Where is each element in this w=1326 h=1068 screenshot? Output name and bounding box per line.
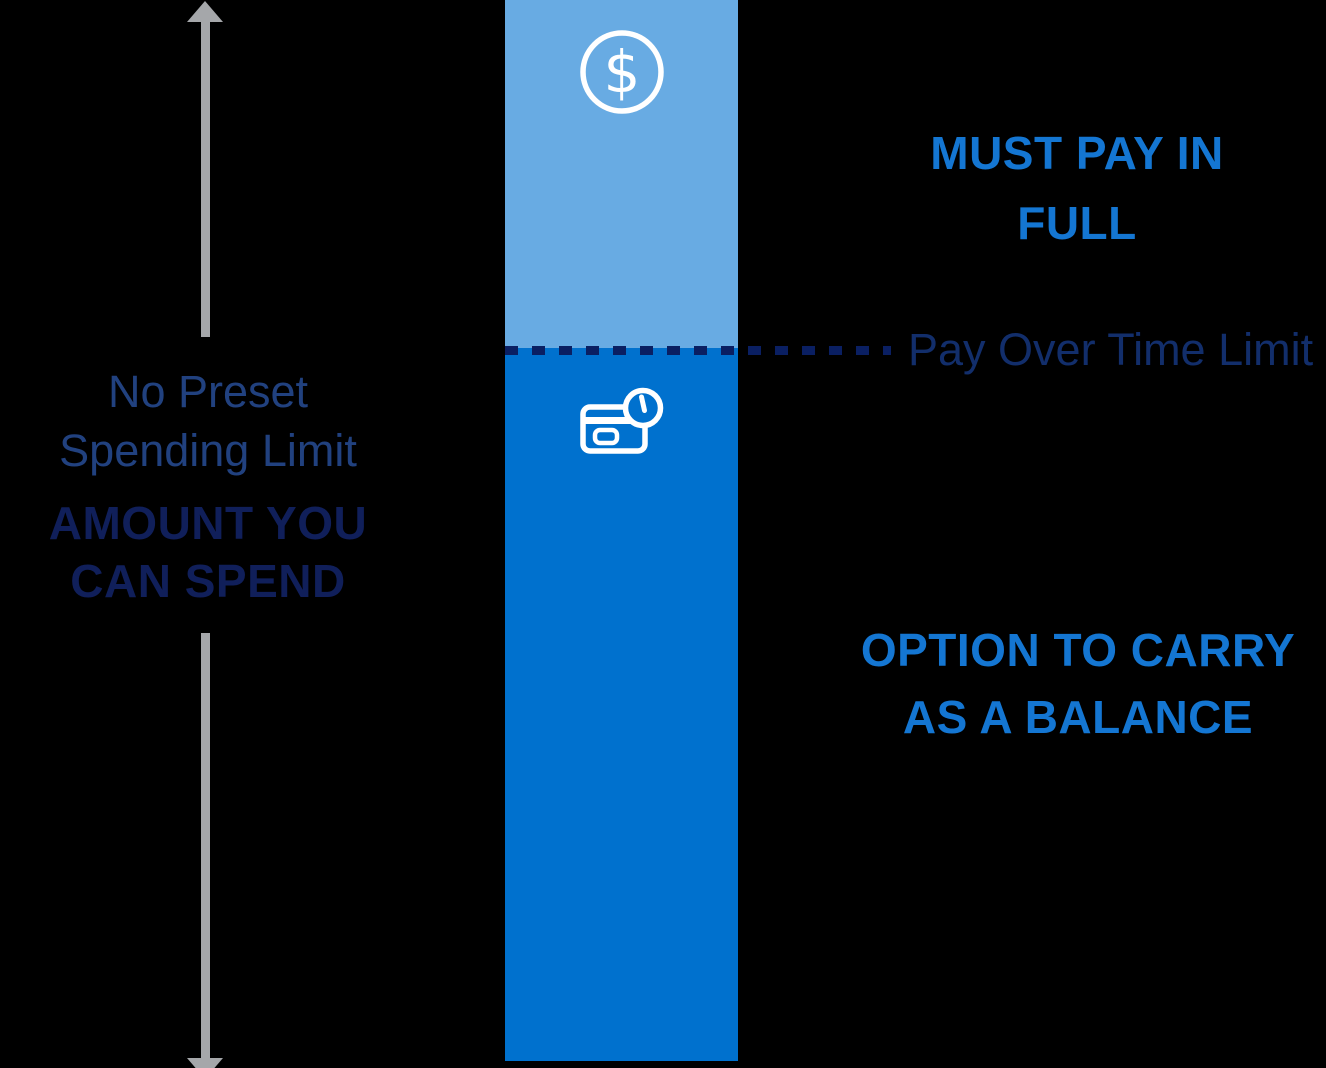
- must-pay-in-full-annotation: MUST PAY IN FULL: [877, 118, 1277, 258]
- dollar-circle-icon: $: [580, 30, 664, 114]
- option-to-carry-annotation: OPTION TO CARRY AS A BALANCE: [858, 617, 1298, 751]
- no-preset-line: No Preset: [107, 366, 309, 417]
- must-pay-in-line: MUST PAY IN: [930, 127, 1224, 179]
- can-spend-line: CAN SPEND: [70, 555, 346, 607]
- axis-lower-line: [201, 633, 210, 1059]
- pay-in-full-segment: [505, 0, 738, 348]
- pay-over-time-limit-label: Pay Over Time Limit: [908, 324, 1314, 375]
- pay-over-time-segment: [505, 348, 738, 1061]
- spending-limit-line: Spending Limit: [59, 425, 357, 476]
- pay-over-time-limit-dashed-line: [505, 346, 891, 355]
- amount-you-line: AMOUNT YOU: [48, 497, 368, 549]
- dollar-glyph: $: [604, 38, 641, 106]
- card-clock-icon: [580, 387, 664, 454]
- no-preset-spending-limit-label: No Preset Spending Limit: [28, 362, 388, 480]
- amount-you-can-spend-label: AMOUNT YOU CAN SPEND: [28, 494, 388, 610]
- arrow-down-icon: [187, 1058, 223, 1068]
- arrow-up-icon: [187, 1, 223, 22]
- as-a-balance-line: AS A BALANCE: [902, 691, 1254, 743]
- full-line: FULL: [1017, 197, 1137, 249]
- axis-upper-line: [201, 20, 210, 337]
- option-to-carry-line: OPTION TO CARRY: [860, 624, 1296, 676]
